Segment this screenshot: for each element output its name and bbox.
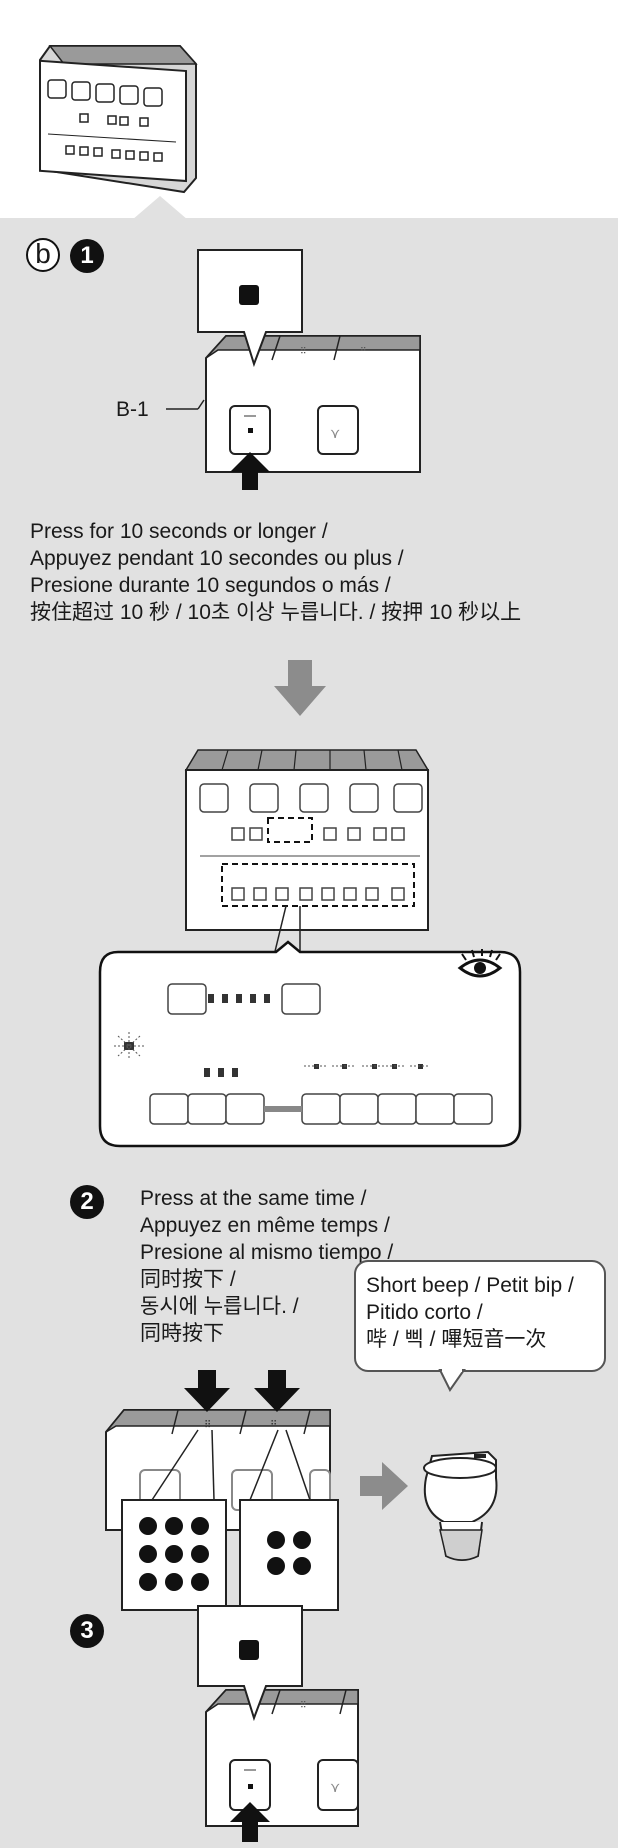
step-1-badge: 1 (70, 239, 104, 273)
step-2-badge: 2 (70, 1185, 104, 1219)
instruction-line: Press for 10 seconds or longer / (30, 520, 328, 543)
instruction-line: 동시에 누릅니다. / (140, 1295, 299, 1318)
four-dot-button-icon (239, 1499, 339, 1611)
beep-speech-bubble: Short beep / Petit bip / Pitido corto / … (354, 1260, 606, 1372)
label-b1: B-1 (116, 398, 149, 421)
panel-notch (132, 196, 188, 220)
instruction-line: Presione al mismo tiempo / (140, 1241, 394, 1264)
instruction-line: Presione durante 10 segundos o más / (30, 574, 391, 597)
svg-text:⠛: ⠛ (270, 1420, 277, 1431)
press-arrow (230, 452, 270, 490)
instruction-line: Appuyez pendant 10 secondes ou plus / (30, 547, 404, 570)
instruction-line: 同時按下 (140, 1322, 224, 1345)
remote-closeup-step1: ⠿ ⠛ ⋎ (166, 249, 421, 490)
press-arrow (184, 1370, 230, 1412)
svg-text:⠿: ⠿ (300, 346, 307, 357)
beep-line: 哔 / 삑 / 嗶短音一次 (366, 1328, 547, 1351)
svg-text:⠛: ⠛ (360, 346, 367, 357)
svg-text:⠿: ⠿ (300, 1700, 307, 1711)
svg-text:⋎: ⋎ (330, 1780, 340, 1796)
instruction-line: 同时按下 / (140, 1268, 236, 1291)
svg-text:⋎: ⋎ (330, 426, 340, 442)
press-arrow (254, 1370, 300, 1412)
beep-line: Short beep / Petit bip / (366, 1274, 574, 1297)
bubble-tail (438, 1368, 466, 1392)
instruction-line: Appuyez en même temps / (140, 1214, 390, 1237)
step1-instruction: Press for 10 seconds or longer / Appuyez… (30, 518, 521, 626)
svg-text:⠿: ⠿ (204, 1420, 211, 1431)
toilet-icon (423, 1450, 498, 1561)
remote-closeup-step2: ⠿ ⠛ (105, 1370, 498, 1611)
eye-icon (457, 949, 503, 978)
remote-closeup-step3: ⠿ ⋎ (197, 1605, 359, 1842)
beep-line: Pitido corto / (366, 1301, 483, 1324)
instruction-line: Press at the same time / (140, 1187, 367, 1210)
press-arrow (230, 1802, 270, 1842)
instruction-line: 按住超过 10 秒 / 10초 이상 누릅니다. / 按押 10 秒以上 (30, 601, 522, 624)
step2-instruction: Press at the same time / Appuyez en même… (140, 1185, 393, 1347)
remote-blinking-view (98, 749, 522, 1148)
step-3-badge: 3 (70, 1614, 104, 1648)
down-arrow-icon (274, 660, 326, 716)
remote-control-icon (38, 45, 198, 194)
nine-dot-button-icon (121, 1499, 227, 1611)
step-letter-badge: b (26, 238, 60, 272)
right-arrow-icon (360, 1462, 408, 1510)
